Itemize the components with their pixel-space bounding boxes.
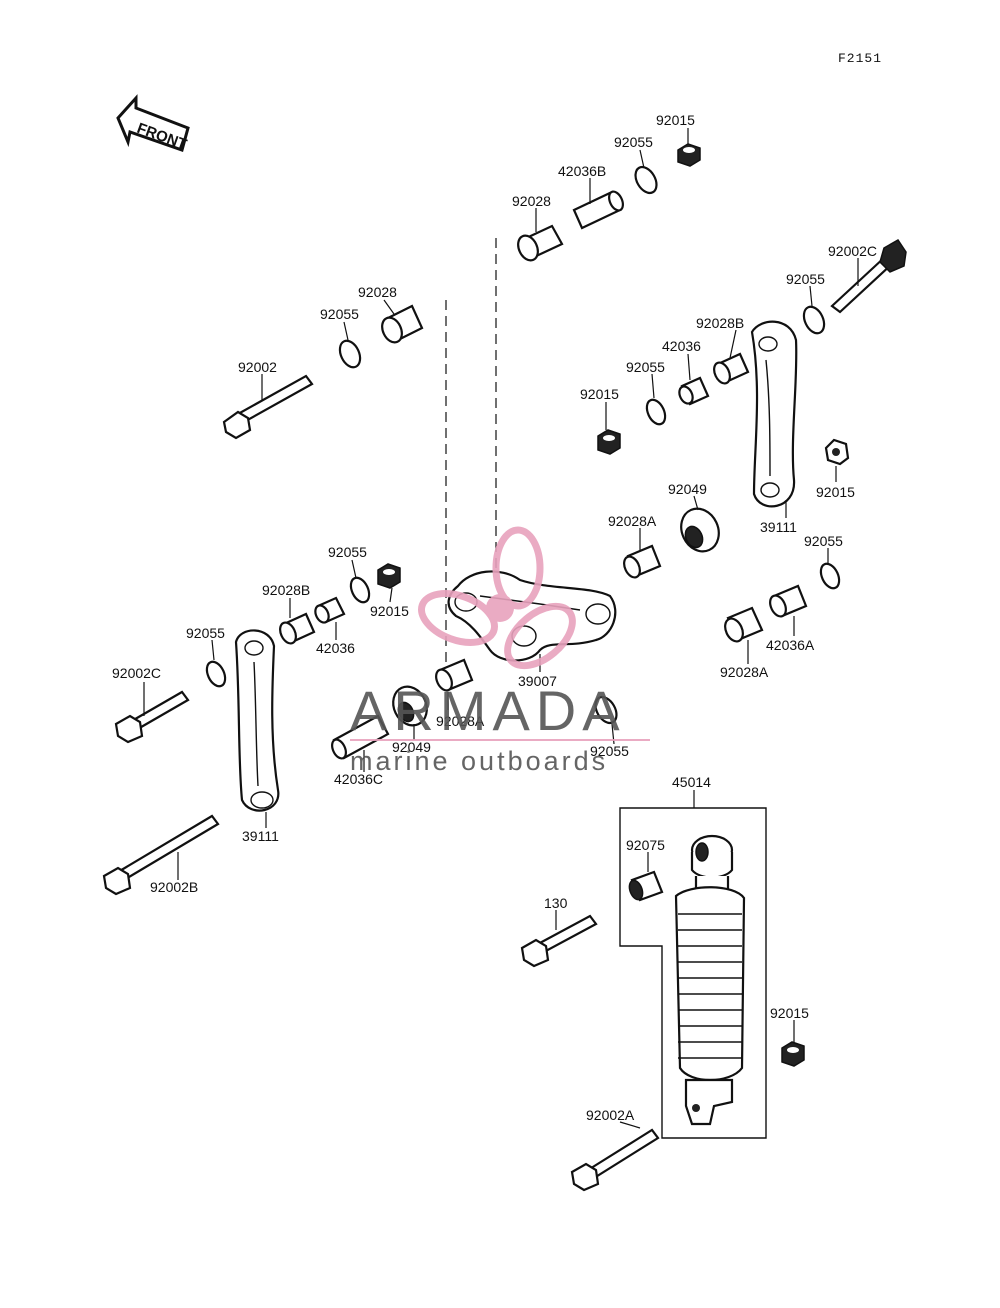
leader-lines [143,128,859,1129]
label-l35: 92002B [150,879,198,895]
label-l16: 39111 [760,519,797,535]
label-l29: 92049 [392,739,431,755]
collar-42036b [572,190,624,230]
label-l09: 92002 [238,359,277,375]
link-rod-39111-right [750,320,798,508]
collar-42036-right [678,376,710,406]
bearing-92028-top [517,224,564,262]
label-l19: 92055 [328,544,367,560]
label-l36: 130 [544,895,568,911]
label-l33: 45014 [672,774,711,790]
collar-42036-left [314,596,346,624]
label-l21: 92015 [370,603,409,619]
label-l31: 42036C [334,771,383,787]
label-l07: 92028 [358,284,397,300]
label-l18: 92055 [804,533,843,549]
nut-92015-right-mid [597,429,621,455]
label-l34: 92075 [626,837,665,853]
bolt-130 [520,914,598,968]
diagram-code: F2151 [838,51,882,66]
bearing-92028-left [381,304,424,344]
label-l08: 92055 [320,306,359,322]
washer-92055-far-right [819,562,841,590]
label-l12: 92055 [626,359,665,375]
shock-absorber-45014 [674,834,746,1126]
washer-92055-top [634,165,658,195]
bearing-92028b-left [279,612,316,645]
front-arrow-icon: FRONT [116,94,190,153]
label-l24: 39007 [518,673,557,689]
bolt-92002b [102,814,220,896]
label-l01: 92015 [656,112,695,128]
label-l26: 92028A [720,664,769,680]
label-l04: 92028 [512,193,551,209]
label-l13: 92015 [580,386,619,402]
watermark-tagline: marine outboards [350,746,608,776]
nut-92015-shock [781,1041,805,1067]
label-l10: 92028B [696,315,744,331]
bearing-92028a-right-lower [724,606,764,643]
washer-92055-left-mid [349,576,371,604]
label-l32: 39111 [242,828,279,844]
bolt-92002c-right [830,239,907,314]
label-l03: 42036B [558,163,606,179]
label-l17: 92028A [608,513,657,529]
bearing-92028b-right [713,352,750,385]
collar-42036a [769,584,808,618]
nut-92015-left-mid [377,563,401,589]
bearing-92028a-centre [435,658,474,692]
label-l37: 92015 [770,1005,809,1021]
label-l25: 42036A [766,637,815,653]
washer-92055-right-mid [645,398,667,426]
washer-92055-right [802,305,826,335]
bush-92075 [628,870,664,902]
washer-92055-left-top [338,339,362,369]
label-l11: 42036 [662,338,701,354]
watermark-brand: ARMADA [350,679,626,742]
bearing-92028a-right-upper [623,544,662,579]
link-rod-39111-left [234,629,280,812]
label-l27: 92002C [112,665,161,681]
part-labels: 92015 92055 42036B 92028 92002C 92055 92… [112,112,877,1123]
label-l30: 92055 [590,743,629,759]
nut-92015-top [677,143,701,167]
nut-92015-right-lower [824,438,850,466]
label-l23: 92055 [186,625,225,641]
label-l02: 92055 [614,134,653,150]
watermark: ARMADA marine outboards [350,526,650,776]
label-l14: 92015 [816,484,855,500]
propeller-logo-icon [418,526,576,670]
label-l06: 92055 [786,271,825,287]
washer-92055-centre-lower [594,695,618,725]
collar-42036c [331,714,390,760]
label-l38: 92002A [586,1107,635,1123]
bolt-92002 [222,374,314,440]
washer-92055-left-lower [205,660,227,688]
label-l20: 92028B [262,582,310,598]
bolt-92002c-left [114,690,190,744]
shock-group-frame [619,807,767,1139]
label-l28: 92028A [436,713,485,729]
seal-92049-right [680,507,720,553]
label-l05: 92002C [828,243,877,259]
label-l15: 92049 [668,481,707,497]
bolt-92002a [570,1128,660,1192]
label-l22: 42036 [316,640,355,656]
seal-92049-centre [392,685,428,727]
